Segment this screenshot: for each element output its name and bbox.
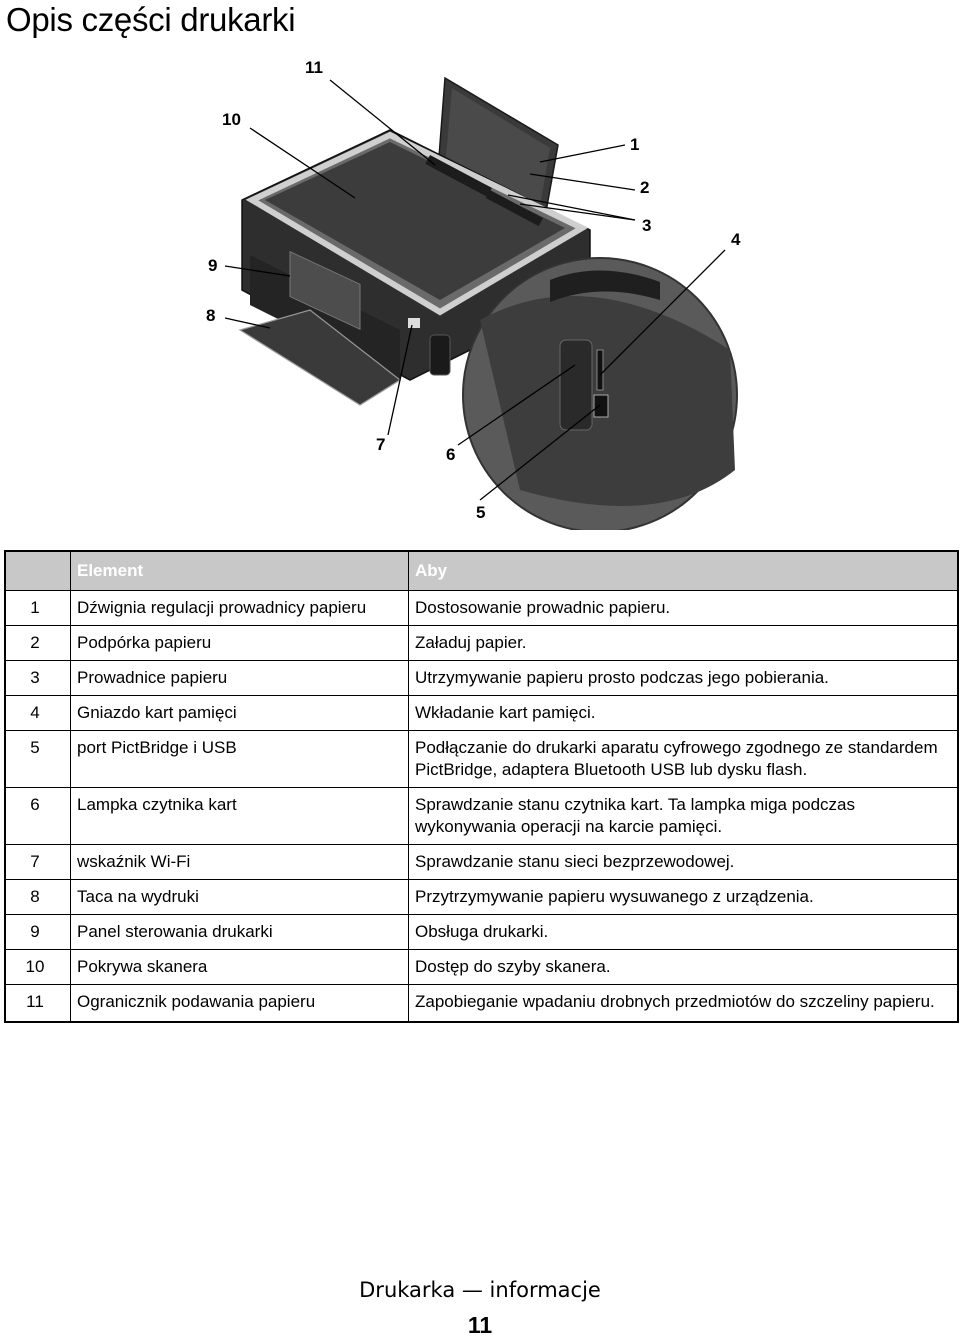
row-purpose: Utrzymywanie papieru prosto podczas jego… [408,660,959,696]
row-number: 6 [4,787,71,845]
row-purpose: Sprawdzanie stanu sieci bezprzewodowej. [408,844,959,880]
callout-6: 6 [446,445,456,464]
row-number: 9 [4,914,71,950]
callout-9: 9 [208,256,218,275]
row-number: 10 [4,949,71,985]
row-purpose: Podłączanie do drukarki aparatu cyfroweg… [408,730,959,788]
row-element: Ogranicznik podawania papieru [70,984,409,1023]
row-purpose: Obsługa drukarki. [408,914,959,950]
row-purpose: Zapobieganie wpadaniu drobnych przedmiot… [408,984,959,1023]
footer-title: Drukarka — informacje [359,1278,601,1302]
callout-4: 4 [731,230,741,249]
row-number: 8 [4,879,71,915]
printer-figure: 11 10 1 2 3 4 9 8 7 6 5 [190,50,790,533]
row-element: Dźwignia regulacji prowadnicy papieru [70,590,409,626]
callout-2: 2 [640,178,650,197]
row-purpose: Załaduj papier. [408,625,959,661]
row-number: 3 [4,660,71,696]
row-element: Panel sterowania drukarki [70,914,409,950]
row-element: Taca na wydruki [70,879,409,915]
page-title: Opis części drukarki [6,1,296,38]
row-number: 4 [4,695,71,731]
callout-7: 7 [376,435,386,454]
row-number: 7 [4,844,71,880]
row-element: Podpórka papieru [70,625,409,661]
header-element: Element [70,550,409,591]
row-number: 1 [4,590,71,626]
row-element: wskaźnik Wi-Fi [70,844,409,880]
callout-10: 10 [222,110,241,129]
callout-8: 8 [206,306,216,325]
row-element: Pokrywa skanera [70,949,409,985]
callout-11: 11 [305,58,323,77]
row-element: Prowadnice papieru [70,660,409,696]
row-element: port PictBridge i USB [70,730,409,788]
row-number: 2 [4,625,71,661]
callout-1: 1 [630,135,640,154]
row-purpose: Dostęp do szyby skanera. [408,949,959,985]
row-purpose: Wkładanie kart pamięci. [408,695,959,731]
header-aby: Aby [408,550,959,591]
row-element: Lampka czytnika kart [70,787,409,845]
table-header-row: Element Aby [4,550,959,591]
row-element: Gniazdo kart pamięci [70,695,409,731]
row-purpose: Dostosowanie prowadnic papieru. [408,590,959,626]
header-num [4,550,71,591]
row-number: 5 [4,730,71,788]
row-purpose: Sprawdzanie stanu czytnika kart. Ta lamp… [408,787,959,845]
callout-5: 5 [476,503,486,522]
row-purpose: Przytrzymywanie papieru wysuwanego z urz… [408,879,959,915]
callout-3: 3 [642,216,652,235]
page-number: 11 [467,1312,493,1338]
printer-illustration [224,76,738,533]
row-number: 11 [4,984,71,1023]
